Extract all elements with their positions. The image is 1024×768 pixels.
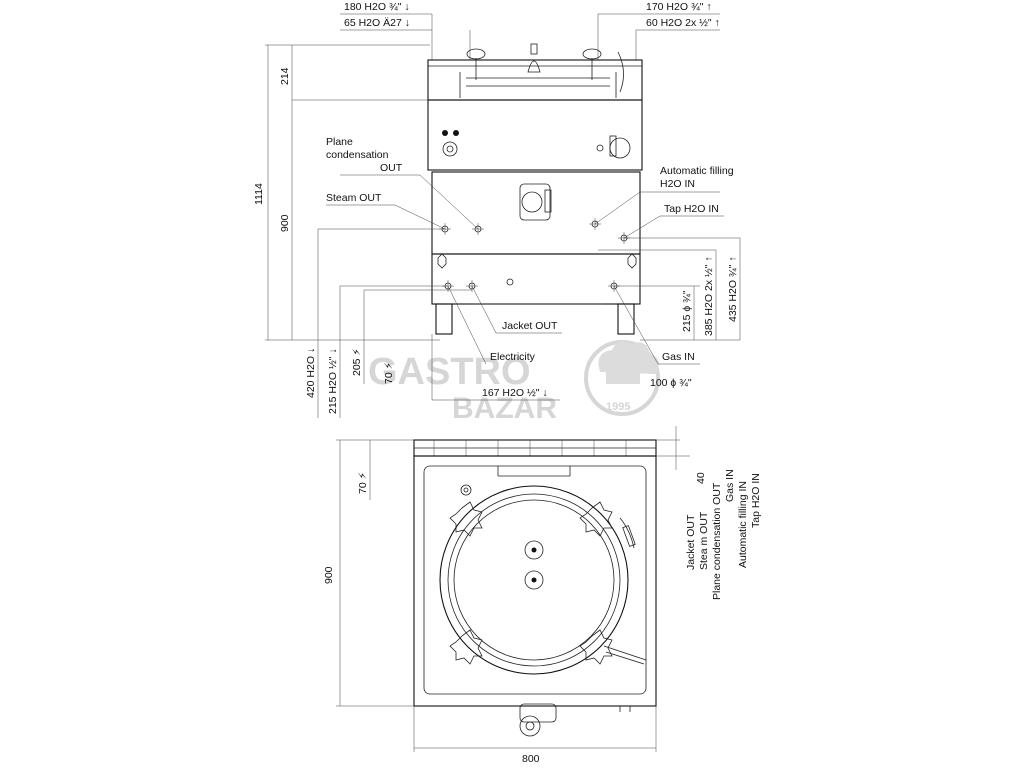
callout-steam-out: Steam OUT [326, 192, 382, 204]
callout-plane-condensation-3: OUT [380, 162, 403, 174]
legend-item: Stea m OUT [698, 511, 710, 570]
dim-lid-height: 214 [279, 67, 291, 85]
dim-body-height: 900 [279, 214, 291, 232]
dim-h420: 420 H2O ↓ [305, 348, 317, 398]
top-right-label-2: 60 H2O 2x ½" ↑ [646, 17, 720, 29]
watermark-chef-hat-icon [584, 340, 660, 416]
top-dim-right: 40 [695, 472, 707, 484]
dim-d435: 435 H2O ¾" ↑ [727, 256, 739, 322]
callout-electricity: Electricity [490, 351, 536, 363]
legend-item: Plane condensation OUT [711, 482, 723, 600]
dim-d385: 385 H2O 2x ½" ↑ [703, 256, 715, 336]
lid-clamp-icon [449, 501, 613, 665]
watermark-year: 1995 [606, 401, 630, 413]
callout-automatic-filling-1: Automatic filling [660, 165, 734, 177]
top-right-label-1: 170 H2O ¾" ↑ [646, 1, 712, 13]
watermark-line2: BAZAR [452, 392, 557, 425]
connection-markers [439, 218, 630, 292]
top-dim-depth: 900 [323, 566, 335, 584]
callout-bottom-right: 100 ɸ ¾" [650, 377, 692, 389]
top-dim-d70: 70 ⚡ [357, 472, 369, 494]
top-left-label-2: 65 H2O Ä27 ↓ [344, 17, 410, 29]
drain-valve-icon [519, 703, 557, 737]
callout-bottom-center: 167 H2O ½" ↓ [482, 387, 548, 399]
indicator-lamp-icon [453, 130, 459, 136]
legend-item: Jacket OUT [685, 514, 697, 570]
control-knob-icon [609, 137, 631, 159]
front-view: 180 H2O ¾" ↓ 65 H2O Ä27 ↓ 170 H2O ¾" ↑ 6… [253, 1, 741, 418]
callout-plane-condensation-2: condensation [326, 149, 389, 161]
dim-total-height: 1114 [253, 183, 265, 205]
pressure-gauge-icon [519, 183, 552, 221]
top-left-label-1: 180 H2O ¾" ↓ [344, 1, 410, 13]
legend-item: Gas IN [724, 469, 736, 502]
ignition-button-icon [442, 141, 458, 157]
top-view: 900 70 ⚡ 800 40 Jacket OUT Stea m OUT Pl… [323, 426, 762, 765]
callout-jacket-out: Jacket OUT [502, 320, 558, 332]
callout-tap-h2o-in: Tap H2O IN [664, 203, 719, 215]
dim-h205: 205 ⚡ [351, 348, 363, 376]
callout-automatic-filling-2: H2O IN [660, 178, 695, 190]
legend-item: Automatic filling IN [737, 481, 749, 568]
dim-h70: 70 ⚡ [383, 362, 395, 384]
dim-h215: 215 H2O ½" ↓ [327, 348, 339, 414]
legend-item: Tap H2O IN [750, 473, 762, 528]
dim-d215: 215 ɸ ¾" [681, 290, 693, 332]
indicator-lamp-icon [442, 130, 448, 136]
watermark: GASTRO BAZAR 1995 [368, 340, 660, 425]
callout-gas-in: Gas IN [662, 351, 695, 363]
top-view-legend: Jacket OUT Stea m OUT Plane condensation… [685, 469, 762, 600]
callout-plane-condensation-1: Plane [326, 136, 353, 148]
watermark-line1: GASTRO [368, 351, 531, 393]
top-dim-width: 800 [522, 753, 540, 765]
